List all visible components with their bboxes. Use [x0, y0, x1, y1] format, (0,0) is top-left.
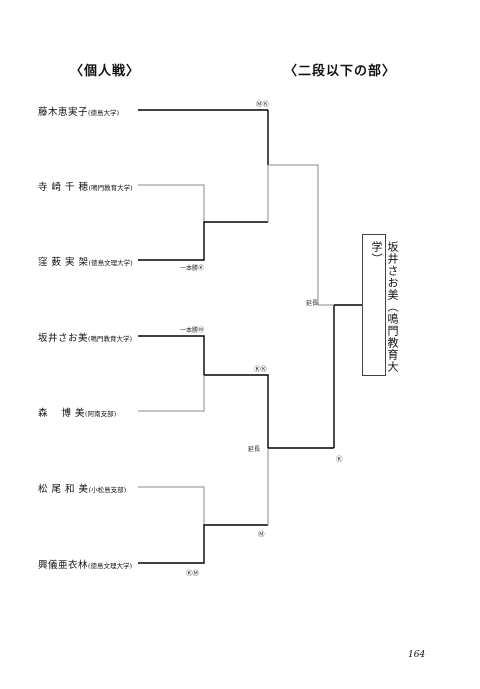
note-ippon-2: 一本勝Ⓜ [180, 327, 205, 334]
winner-box: 坂井さお美（鳴門教育大学） [362, 234, 399, 376]
player-entry-2: 寺 崎 千 穂(鳴門教育大学) [38, 179, 133, 193]
player-affiliation: (徳島文理大学) [88, 562, 133, 570]
player-name: 興儀亜衣林 [38, 560, 89, 571]
player-affiliation: (徳島文理大学) [88, 259, 133, 267]
section-heading-division: 〈二段以下の部〉 [284, 64, 397, 79]
player-name: 坂井さお美 [38, 333, 89, 344]
player-entry-7: 興儀亜衣林(徳島文理大学) [38, 557, 132, 571]
player-entry-6: 松 尾 和 美(小松島支部) [38, 481, 126, 495]
note-encho-1: 延長 [306, 300, 319, 307]
note-encho-2: 延長 [248, 446, 261, 453]
player-name: 森 博 美 [38, 408, 86, 419]
player-affiliation: (鳴門教育大学) [88, 184, 133, 192]
note-ippon-1: 一本勝Ⓚ [180, 265, 205, 272]
section-heading-individual: 〈個人戦〉 [70, 64, 141, 79]
score-mark-5: ⓀⓂ [186, 569, 199, 577]
player-affiliation: (阿南支部) [85, 410, 117, 418]
player-name: 松 尾 和 美 [38, 484, 89, 495]
page-number: 164 [408, 650, 426, 660]
player-entry-3: 窪 薮 実 架(徳島文理大学) [38, 254, 133, 268]
player-affiliation: (徳島大学) [88, 109, 120, 117]
player-affiliation: (小松島支部) [88, 486, 127, 494]
player-entry-5: 森 博 美(阿南支部) [38, 405, 116, 419]
score-mark-3: Ⓚ [336, 455, 343, 463]
player-entry-1: 藤木恵実子(徳島大学) [38, 104, 119, 118]
bracket-lines [138, 109, 362, 564]
score-mark-1: ⓂⓀ [256, 100, 269, 108]
score-mark-2: ⓀⓀ [254, 365, 267, 373]
player-entry-4: 坂井さお美(鳴門教育大学) [38, 330, 132, 344]
winner-name: 坂井さお美（鳴門教育大学） [370, 241, 399, 373]
score-mark-4: Ⓜ [258, 530, 265, 538]
player-name: 窪 薮 実 架 [38, 257, 89, 268]
player-name: 藤木恵実子 [38, 107, 89, 118]
player-name: 寺 崎 千 穂 [38, 182, 89, 193]
player-affiliation: (鳴門教育大学) [88, 335, 133, 343]
